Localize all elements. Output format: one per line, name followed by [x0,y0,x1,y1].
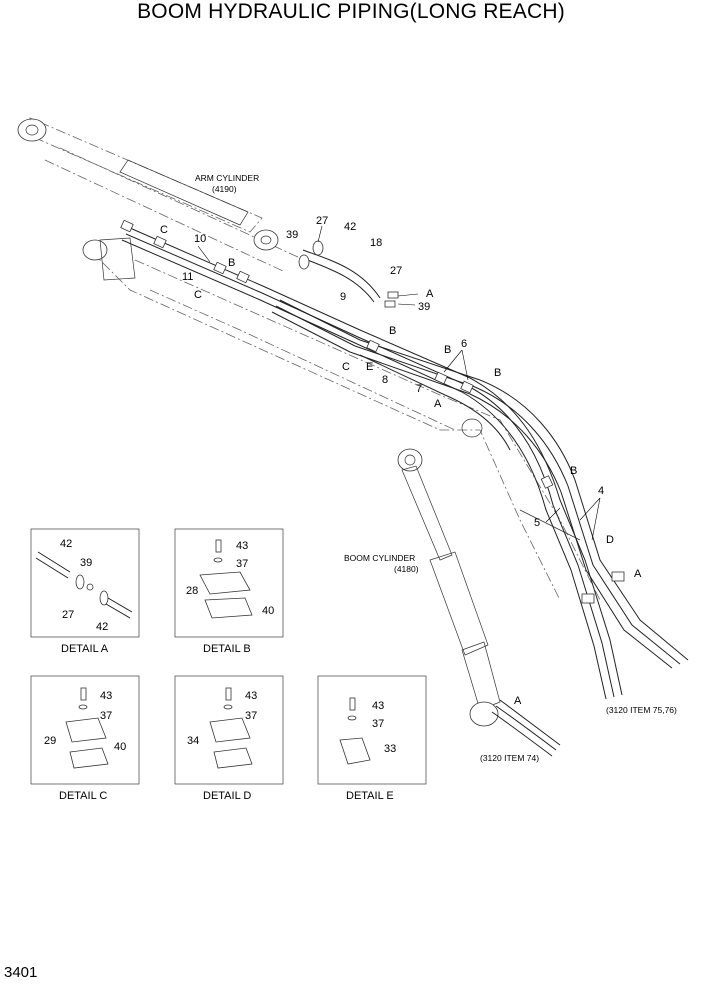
callout-27b: 27 [390,265,402,277]
callout-39b: 39 [418,301,430,313]
svg-text:43: 43 [372,700,384,712]
hose-18 [298,240,399,308]
svg-text:37: 37 [236,558,248,570]
callout-18: 18 [370,237,382,249]
callout-e: E [366,361,373,373]
svg-text:37: 37 [100,710,112,722]
detail-e: 43 37 33 [317,675,427,785]
callout-a1: A [426,288,434,300]
svg-text:28: 28 [186,585,198,597]
callout-c2: C [194,289,202,301]
boom-cylinder-ref: (4180) [394,564,419,574]
svg-text:42: 42 [60,538,72,550]
arm-cylinder-label: ARM CYLINDER [195,173,259,183]
svg-text:27: 27 [62,609,74,621]
callout-b2: B [389,325,396,337]
page-title: BOOM HYDRAULIC PIPING(LONG REACH) [137,0,565,23]
ref-3120-item-74: (3120 ITEM 74) [480,753,539,763]
detail-c-caption: DETAIL C [59,790,107,802]
page-number: 3401 [4,964,38,981]
callout-d: D [606,534,614,546]
svg-text:29: 29 [44,735,56,747]
callout-a2: A [434,398,442,410]
callout-b1: B [228,257,235,269]
callout-7: 7 [416,383,422,395]
detail-e-caption: DETAIL E [346,790,394,802]
boom-cylinder-label: BOOM CYLINDER [344,553,415,563]
boom-outline [82,237,601,601]
callout-b3: B [444,344,451,356]
callout-b5: B [570,465,577,477]
callout-42: 42 [344,221,356,233]
callout-6: 6 [461,338,467,350]
detail-b: 43 37 28 40 [174,528,284,638]
detail-d: 43 37 34 [174,675,284,785]
callout-c1: C [160,224,168,236]
ref-3120-item-75-76: (3120 ITEM 75,76) [606,705,677,715]
svg-text:33: 33 [384,743,396,755]
callout-5: 5 [534,517,540,529]
callout-c3: C [342,361,350,373]
detail-a-caption: DETAIL A [61,643,109,655]
svg-text:40: 40 [262,605,274,617]
callout-10: 10 [194,233,206,245]
svg-text:37: 37 [372,718,384,730]
boom-cylinder-drawing [397,448,561,757]
svg-text:34: 34 [187,735,199,747]
callout-4: 4 [598,485,604,497]
detail-d-caption: DETAIL D [203,790,251,802]
arm-cylinder-ref: (4190) [212,184,237,194]
callout-a3: A [634,568,642,580]
callout-a4: A [514,695,522,707]
main-callouts: 27 42 39 18 27 A 39 10 C B 11 C 9 B 6 B … [160,215,642,707]
callout-27a: 27 [316,215,328,227]
detail-b-caption: DETAIL B [203,643,251,655]
callout-9: 9 [340,291,346,303]
svg-text:42: 42 [96,621,108,633]
detail-a: 42 39 27 42 [30,528,140,638]
callout-8: 8 [382,374,388,386]
arm-cylinder-drawing [17,117,301,273]
callout-11: 11 [182,271,193,283]
svg-text:40: 40 [114,741,126,753]
callout-b4: B [494,367,501,379]
svg-text:37: 37 [245,710,257,722]
detail-c: 43 37 29 40 [30,675,140,785]
svg-text:43: 43 [245,690,257,702]
boom-hose-bundle [121,227,689,700]
svg-text:43: 43 [100,690,112,702]
callout-39a: 39 [286,229,298,241]
svg-text:39: 39 [80,557,92,569]
svg-text:43: 43 [236,540,248,552]
clamps [120,219,625,604]
leader-lines [197,225,601,541]
